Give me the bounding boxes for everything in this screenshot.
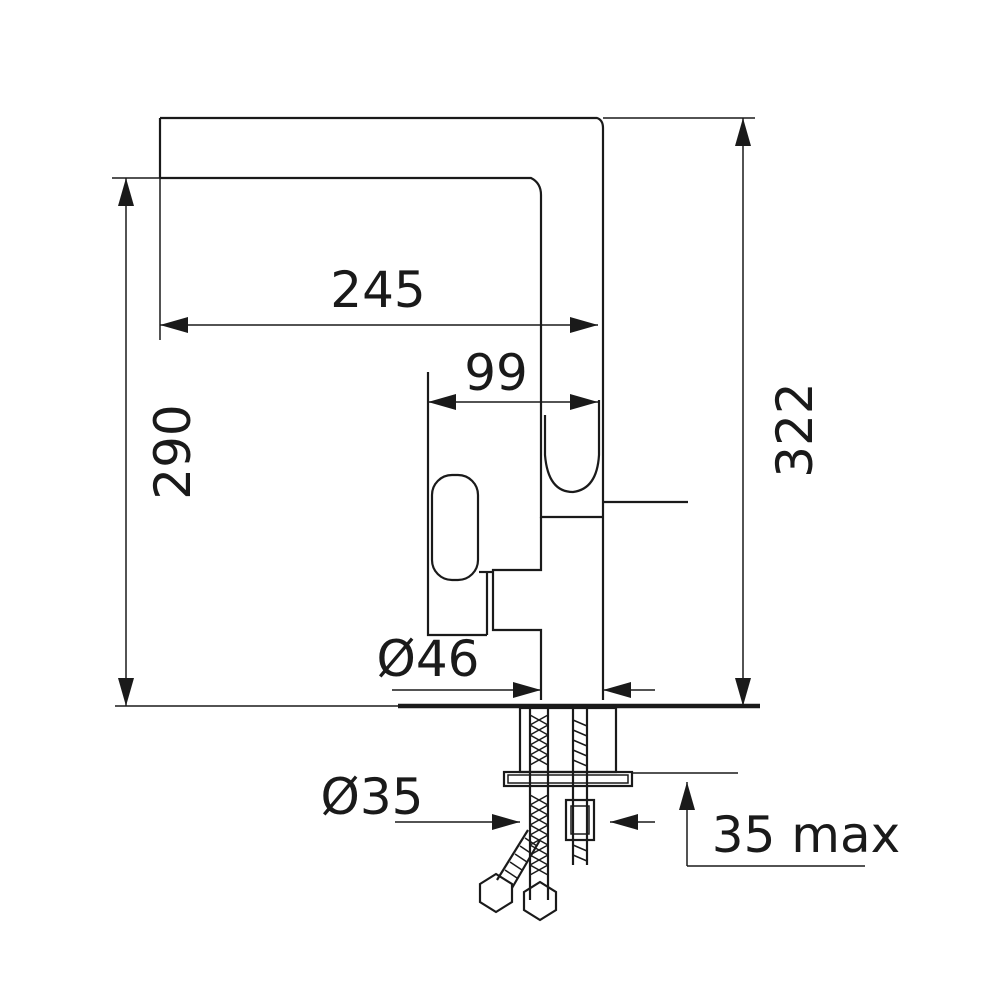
dimension-total-height: 322 xyxy=(603,117,824,706)
threaded-rod xyxy=(564,708,596,865)
hose-left xyxy=(528,708,550,900)
spout-inner-outline xyxy=(160,176,603,519)
handle-offset-label: 99 xyxy=(464,344,528,402)
dimension-handle-offset: 99 xyxy=(428,344,598,410)
max-thickness-label: 35 max xyxy=(712,806,900,864)
hose-bent xyxy=(496,829,541,889)
hose-nut-right xyxy=(522,880,558,922)
hose-nut-left xyxy=(478,872,514,914)
dimension-hole-diameter: Ø35 xyxy=(321,768,655,830)
handle-lever xyxy=(430,473,480,582)
mounting-plate-inner xyxy=(507,774,629,784)
spout-outer-outline xyxy=(160,116,605,700)
dimension-spout-reach: 245 xyxy=(159,178,598,340)
handle-back xyxy=(426,372,487,637)
dimension-spout-height: 290 xyxy=(112,177,398,707)
spout-height-label: 290 xyxy=(144,404,202,499)
faucet-outline xyxy=(158,116,688,700)
body-diameter-label: Ø46 xyxy=(377,630,480,688)
mounting-assembly xyxy=(478,706,634,922)
total-height-label: 322 xyxy=(766,382,824,477)
handle-body xyxy=(491,517,543,700)
dimension-body-diameter: Ø46 xyxy=(377,630,655,698)
hole-diameter-label: Ø35 xyxy=(321,768,424,826)
mounting-nut xyxy=(564,798,596,842)
dimension-max-thickness: 35 max xyxy=(632,772,900,867)
spout-slot xyxy=(543,400,601,494)
mounting-plate xyxy=(502,770,634,788)
spout-reach-label: 245 xyxy=(330,261,425,319)
